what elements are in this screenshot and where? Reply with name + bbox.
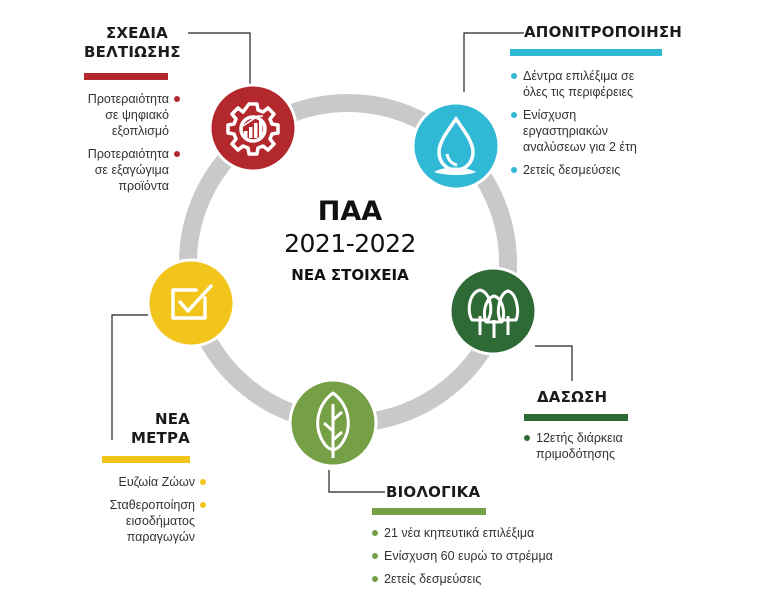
list-item: Ενίσχυση εργαστηριακών αναλύσεων για 2 έ…	[511, 107, 691, 155]
list-item-text: Δέντρα επιλέξιμα σε	[523, 69, 635, 83]
list-item: 2ετείς δεσμεύσεις	[511, 162, 691, 178]
organic-bar	[372, 508, 486, 515]
list-item-text: πριμοδότησης	[536, 447, 615, 461]
forestry-list: 12ετής διάρκεια πριμοδότησης	[524, 430, 694, 469]
list-item: 12ετής διάρκεια πριμοδότησης	[524, 430, 694, 462]
list-item-text: όλες τις περιφέρειες	[523, 85, 634, 99]
list-item-text: 21 νέα κηπευτικά επιλέξιμα	[384, 526, 535, 540]
list-item: Προτεραιότητα σε ψηφιακό εξοπλισμό	[40, 91, 180, 139]
denitrification-bar	[510, 49, 662, 56]
bullet-dot	[524, 435, 530, 441]
node-denitrification	[411, 101, 501, 191]
bullet-dot	[200, 479, 206, 485]
connector-organic	[328, 470, 385, 493]
bullet-dot	[372, 530, 378, 536]
connector-denitrification	[463, 32, 524, 92]
list-item-text: Προτεραιότητα	[87, 92, 169, 106]
node-new-measures	[146, 258, 236, 348]
list-item-text: Ενίσχυση 60 ευρώ το στρέμμα	[384, 549, 553, 563]
node-forestry	[448, 266, 538, 356]
list-item: Ευζωία Ζώων	[50, 474, 206, 490]
list-item: 21 νέα κηπευτικά επιλέξιμα	[372, 525, 612, 541]
connector-new-measures	[111, 314, 148, 440]
trees-icon	[467, 288, 520, 338]
improvement-bar	[84, 73, 168, 80]
new-measures-list: Ευζωία Ζώων Σταθεροποίηση εισοδήματος πα…	[50, 474, 206, 552]
checkbox-icon	[171, 284, 213, 320]
list-item-text: Σταθεροποίηση	[109, 498, 195, 512]
list-item-text: Ενίσχυση	[523, 108, 577, 122]
new-measures-title-line1: ΝΕΑ	[154, 410, 190, 428]
node-improvement	[208, 83, 298, 173]
organic-title: ΒΙΟΛΟΓΙΚΑ	[386, 483, 481, 501]
center-years: 2021-2022	[284, 229, 416, 258]
organic-list: 21 νέα κηπευτικά επιλέξιμα Ενίσχυση 60 ε…	[372, 525, 612, 594]
bullet-dot	[511, 167, 517, 173]
improvement-title-line2: ΒΕΛΤΙΩΣΗΣ	[84, 43, 181, 61]
center-label: ΠΑΑ 2021-2022 ΝΕΑ ΣΤΟΙΧΕΙΑ	[245, 196, 455, 287]
list-item: Δέντρα επιλέξιμα σε όλες τις περιφέρειες	[511, 68, 691, 100]
denitrification-title: ΑΠΟΝΙΤΡΟΠΟΙΗΣΗ	[524, 23, 683, 41]
list-item: Σταθεροποίηση εισοδήματος παραγωγών	[50, 497, 206, 545]
new-measures-title: ΝΕΑ ΜΕΤΡΑ	[102, 410, 190, 448]
bullet-dot	[174, 151, 180, 157]
water-drop-icon	[434, 115, 476, 175]
list-item-text: 2ετείς δεσμεύσεις	[523, 163, 621, 177]
list-item: 2ετείς δεσμεύσεις	[372, 571, 612, 587]
improvement-list: Προτεραιότητα σε ψηφιακό εξοπλισμό Προτε…	[40, 91, 180, 201]
leaf-icon	[316, 391, 350, 458]
center-title: ΠΑΑ	[317, 196, 383, 227]
improvement-title-line1: ΣΧΕΔΙΑ	[105, 24, 168, 42]
bullet-dot	[372, 553, 378, 559]
list-item-text: 12ετής διάρκεια	[536, 431, 623, 445]
list-item-text: αναλύσεων για 2 έτη	[523, 140, 637, 154]
new-measures-bar	[102, 456, 190, 463]
list-item-text: 2ετείς δεσμεύσεις	[384, 572, 482, 586]
list-item-text: εργαστηριακών	[523, 124, 608, 138]
bullet-dot	[372, 576, 378, 582]
denitrification-list: Δέντρα επιλέξιμα σε όλες τις περιφέρειες…	[511, 68, 691, 185]
list-item-text: παραγωγών	[126, 530, 195, 544]
node-organic	[288, 378, 378, 468]
center-subtitle: ΝΕΑ ΣΤΟΙΧΕΙΑ	[291, 266, 409, 284]
list-item-text: εισοδήματος	[125, 514, 195, 528]
improvement-title: ΣΧΕΔΙΑ ΒΕΛΤΙΩΣΗΣ	[84, 24, 181, 62]
bullet-dot	[511, 73, 517, 79]
list-item-text: Ευζωία Ζώων	[118, 475, 196, 489]
list-item-text: εξοπλισμό	[111, 124, 169, 138]
bullet-dot	[200, 502, 206, 508]
list-item-text: προϊόντα	[118, 179, 169, 193]
bullet-dot	[174, 96, 180, 102]
list-item: Ενίσχυση 60 ευρώ το στρέμμα	[372, 548, 612, 564]
new-measures-title-line2: ΜΕΤΡΑ	[130, 429, 190, 447]
list-item: Προτεραιότητα σε εξαγώγιμα προϊόντα	[40, 146, 180, 194]
forestry-bar	[524, 414, 628, 421]
bullet-dot	[511, 112, 517, 118]
list-item-text: Προτεραιότητα	[87, 147, 169, 161]
connector-forestry	[535, 345, 573, 381]
connector-improvement	[188, 32, 251, 88]
forestry-title: ΔΑΣΩΣΗ	[537, 388, 608, 406]
list-item-text: σε ψηφιακό	[105, 108, 169, 122]
list-item-text: σε εξαγώγιμα	[94, 163, 169, 177]
